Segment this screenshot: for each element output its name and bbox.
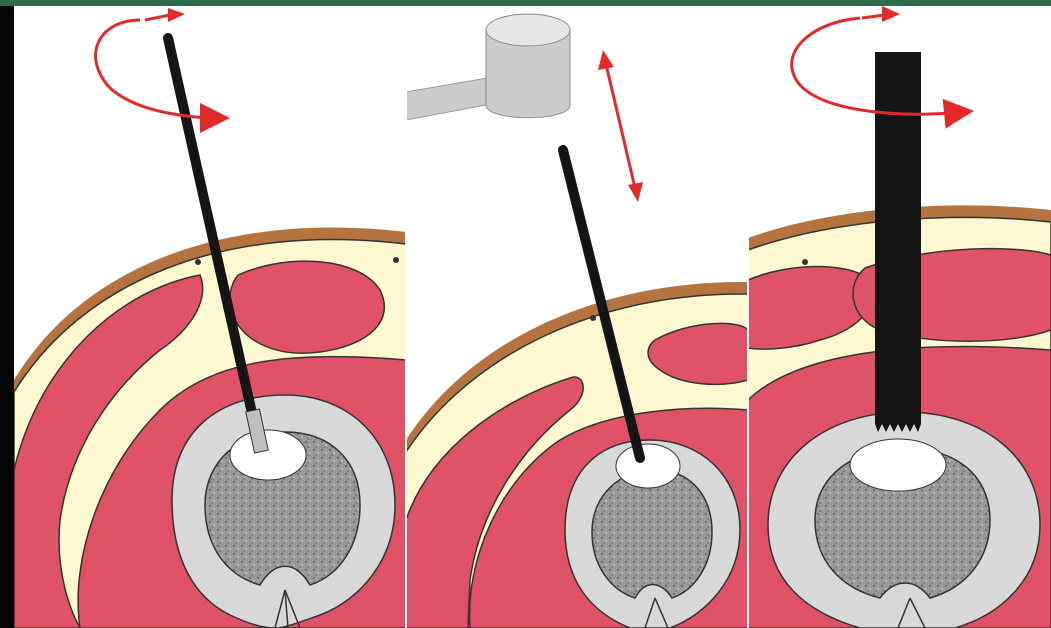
vessel-dot xyxy=(590,315,596,321)
drilled-cavity xyxy=(850,439,946,491)
drilled-cavity xyxy=(616,444,680,488)
muscle-upper-right xyxy=(230,261,384,353)
cannula xyxy=(875,52,921,424)
bone-marrow xyxy=(592,470,712,598)
drilled-cavity xyxy=(230,430,306,480)
vessel-dot xyxy=(802,259,808,265)
top-frame xyxy=(0,0,1051,6)
vessel-dot xyxy=(393,257,399,263)
hammer-head-top xyxy=(486,14,570,46)
vessel-dot xyxy=(195,259,201,265)
left-frame xyxy=(0,0,14,628)
